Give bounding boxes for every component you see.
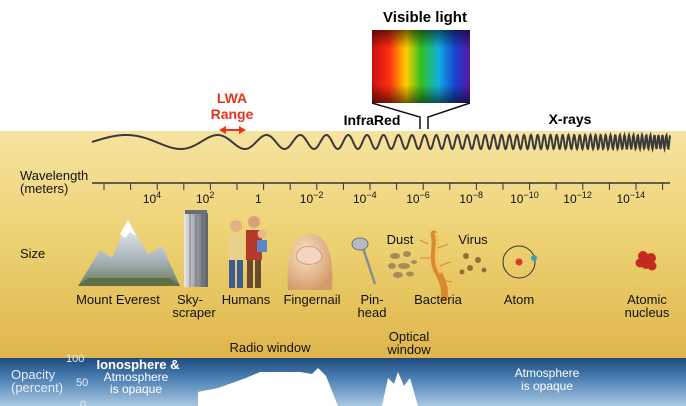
atomic-nucleus-label: Atomic xyxy=(627,292,667,307)
humans-label: Humans xyxy=(222,292,271,307)
radio-window-label: Radio window xyxy=(230,340,312,355)
axis-ticks xyxy=(103,183,664,190)
virus-icon xyxy=(459,253,487,275)
visible-light-pointer xyxy=(371,102,421,129)
skyscraper-label: Sky- xyxy=(177,292,203,307)
mount-everest-label: Mount Everest xyxy=(76,292,160,307)
size-label: Size xyxy=(20,246,45,261)
atmosphere-opaque-label-line2: is opaque xyxy=(521,379,573,393)
lwa-range-arrow xyxy=(219,126,246,134)
bacteria-icon xyxy=(419,230,453,302)
atomic-nucleus-label-line2: nucleus xyxy=(625,305,670,320)
ionosphere-label-line2: Atmosphere xyxy=(104,370,169,384)
axis-tick-label: 10−8 xyxy=(459,190,483,206)
opacity-tick-100: 100 xyxy=(66,353,84,365)
optical-window-label: Optical xyxy=(389,329,430,344)
axis-tick-label: 1 xyxy=(255,192,262,206)
lwa-label-range: Range xyxy=(211,106,254,122)
mountain-icon xyxy=(78,220,180,286)
wavelength-wave xyxy=(91,131,671,153)
humans-icon xyxy=(228,216,267,288)
axis-tick-label: 10−14 xyxy=(616,190,645,206)
skyscraper-icon xyxy=(184,210,208,287)
xrays-label: X-rays xyxy=(549,111,592,127)
axis-tick-label: 10−12 xyxy=(563,190,592,206)
axis-tick-labels: 104 102 1 10−2 10−4 10−6 10−8 10−10 10−12 10−14 xyxy=(143,190,645,206)
virus-label: Virus xyxy=(458,232,488,247)
wavelength-label: Wavelength xyxy=(20,168,88,183)
axis-tick-label: 104 xyxy=(143,190,161,206)
opacity-unit-label: (percent) xyxy=(11,380,63,395)
bacteria-label: Bacteria xyxy=(414,292,462,307)
axis-tick-label: 10−6 xyxy=(406,190,430,206)
opacity-label: Opacity xyxy=(11,367,56,382)
ionosphere-label-line3: is opaque xyxy=(110,382,162,396)
optical-window-cutout xyxy=(382,372,418,406)
atomic-nucleus-icon xyxy=(635,251,657,271)
spectrum-band xyxy=(0,131,686,361)
opacity-tick-50: 50 xyxy=(76,377,88,389)
dust-icon xyxy=(388,251,417,278)
visible-light-label: Visible light xyxy=(383,9,467,26)
infrared-label: InfraRed xyxy=(344,112,401,128)
opacity-band xyxy=(0,358,686,406)
ionosphere-label: Ionosphere & xyxy=(96,357,179,372)
skyscraper-label-line2: scraper xyxy=(172,305,216,320)
pinhead-icon xyxy=(351,237,377,285)
pinhead-label-line2: head xyxy=(358,305,387,320)
axis-tick-label: 102 xyxy=(196,190,214,206)
optical-window-label-line2: window xyxy=(386,342,431,357)
fingernail-icon xyxy=(287,233,333,290)
atom-icon xyxy=(502,245,537,279)
atom-label: Atom xyxy=(504,292,534,307)
wavelength-unit-label: (meters) xyxy=(20,181,68,196)
axis-tick-label: 10−4 xyxy=(353,190,377,206)
opacity-tick-0: 0 xyxy=(80,399,86,406)
radio-window-cutout xyxy=(198,368,338,406)
lwa-label: LWA xyxy=(217,90,247,106)
axis-tick-label: 10−10 xyxy=(510,190,539,206)
axis-tick-label: 10−2 xyxy=(300,190,324,206)
dust-label: Dust xyxy=(387,232,414,247)
atmosphere-opaque-label: Atmosphere xyxy=(515,366,580,380)
fingernail-label: Fingernail xyxy=(283,292,340,307)
pinhead-label: Pin- xyxy=(360,292,383,307)
